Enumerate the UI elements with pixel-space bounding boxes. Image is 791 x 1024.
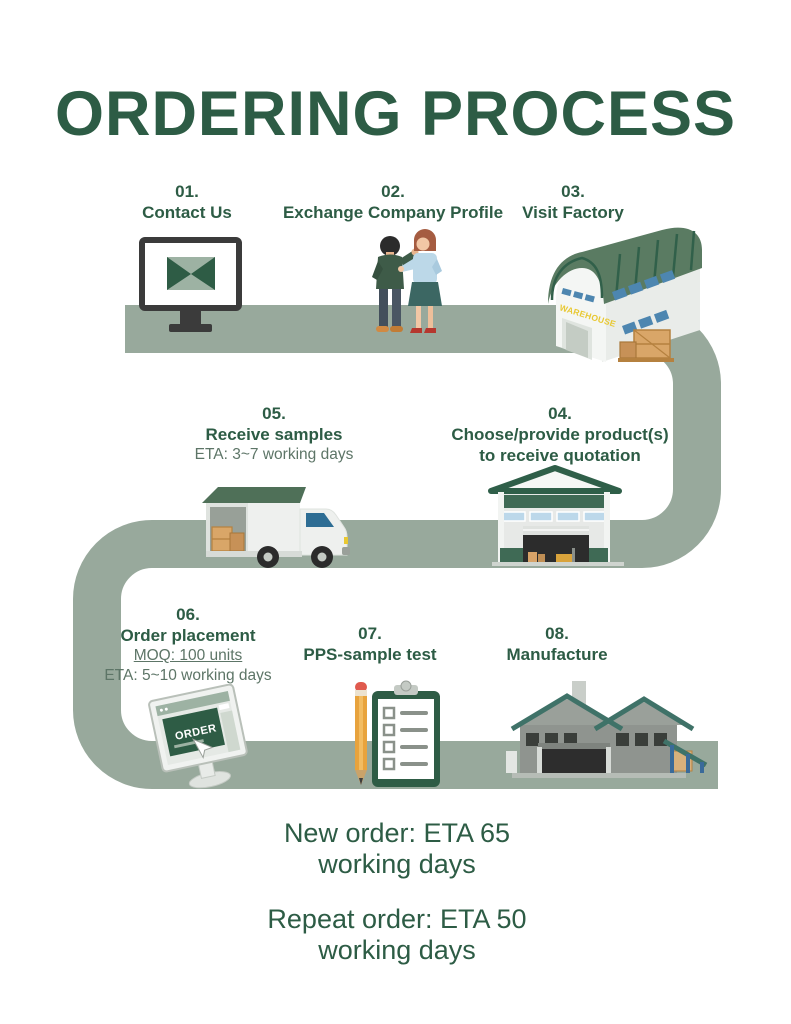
monitor-mail-icon	[139, 237, 242, 332]
footer-new-order-line1: New order: ETA 65	[283, 818, 511, 848]
footer-repeat-order: Repeat order: ETA 50 working days	[247, 904, 547, 966]
step-eta: ETA: 3~7 working days	[194, 446, 354, 463]
warehouse-crates	[618, 329, 674, 362]
delivery-truck-icon	[202, 487, 350, 568]
warehouse-windows-upper	[612, 270, 676, 301]
step-number: 05.	[262, 404, 286, 423]
pencil	[355, 682, 367, 785]
step-number: 01.	[175, 182, 199, 201]
step-title: PPS-sample test	[303, 645, 437, 664]
footer-summary: New order: ETA 65 working days Repeat or…	[247, 818, 547, 990]
step-block-07: 07. PPS-sample test	[250, 623, 490, 665]
step-number: 04.	[548, 404, 572, 423]
step-title: Choose/provide product(s)	[451, 425, 669, 444]
step-block-04: 04. Choose/provide product(s) to receive…	[420, 403, 700, 466]
conveyor	[662, 738, 708, 773]
order-screen-icon: ORDER	[148, 684, 248, 789]
factory-windows-dark	[526, 733, 667, 746]
step-block-03: 03. Visit Factory	[463, 181, 683, 223]
step-block-05: 05. Receive samples ETA: 3~7 working day…	[144, 403, 404, 465]
page-title: ORDERING PROCESS	[54, 79, 737, 149]
footer-new-order-line2: working days	[318, 849, 476, 879]
step-title: Visit Factory	[522, 203, 624, 222]
checklist-rows	[382, 706, 428, 771]
step-title: Exchange Company Profile	[282, 203, 504, 222]
step-eta: ETA: 5~10 working days	[104, 667, 272, 684]
step-title: Receive samples	[205, 425, 343, 444]
warehouse-windows-lower	[622, 309, 670, 335]
step-title: Manufacture	[506, 645, 608, 664]
step-title: Contact Us	[142, 203, 232, 222]
step-block-01: 01. Contact Us	[77, 181, 297, 223]
footer-repeat-order-line1: Repeat order: ETA 50	[267, 904, 527, 934]
step-number: 02.	[381, 182, 405, 201]
step-number: 03.	[561, 182, 585, 201]
path-road	[73, 305, 721, 789]
step-title: Order placement	[120, 626, 256, 645]
step-number: 08.	[545, 624, 569, 643]
step-number: 06.	[176, 605, 200, 624]
clipboard	[372, 680, 440, 787]
factory-front-icon	[488, 465, 624, 566]
order-monitor: ORDER	[148, 684, 248, 789]
warehouse-icon: WAREHOUSE	[548, 227, 702, 362]
step-moq: MOQ: 100 units	[133, 647, 243, 664]
step-block-02: 02. Exchange Company Profile	[243, 181, 543, 223]
step-title-line2: to receive quotation	[479, 446, 641, 465]
people-meeting-icon	[372, 229, 442, 333]
step-block-06: 06. Order placement MOQ: 100 units ETA: …	[58, 604, 318, 686]
factory-building-icon	[506, 681, 708, 778]
step-number: 07.	[358, 624, 382, 643]
footer-repeat-order-line2: working days	[318, 935, 476, 965]
clipboard-checklist-icon	[355, 680, 440, 787]
footer-new-order: New order: ETA 65 working days	[247, 818, 547, 880]
warehouse-windows-left	[561, 288, 595, 303]
step-block-08: 08. Manufacture	[437, 623, 677, 665]
